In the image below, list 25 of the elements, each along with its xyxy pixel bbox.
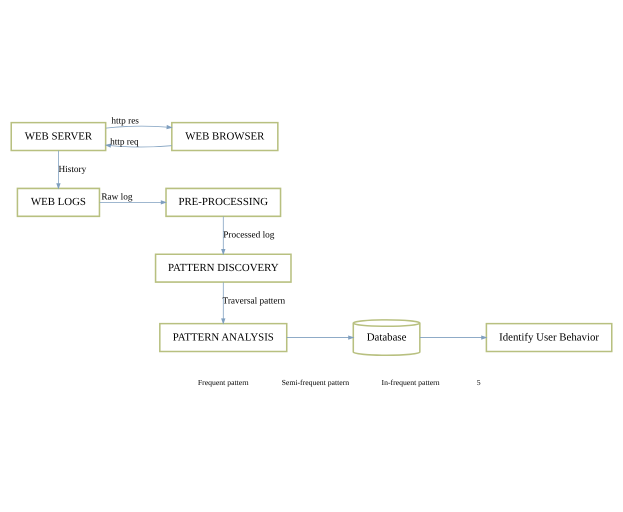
edge-label: Raw log — [101, 192, 133, 202]
node-box: WEB BROWSER — [171, 121, 279, 151]
arrow — [104, 142, 172, 148]
node-box: PATTERN DISCOVERY — [154, 252, 292, 282]
node-box: WEB SERVER — [10, 121, 106, 151]
edge-label: History — [58, 164, 86, 174]
label: Frequent pattern — [198, 377, 249, 386]
edge-label: http req — [110, 136, 139, 147]
node-box: PATTERN ANALYSIS — [159, 322, 288, 352]
label: 5 — [476, 377, 481, 386]
arrow — [221, 216, 226, 255]
arrow — [56, 150, 61, 189]
node-box: PRE-PROCESSING — [165, 187, 282, 217]
node-box: Identify User Behavior — [486, 322, 613, 352]
arrow — [99, 200, 167, 204]
arrow — [420, 334, 488, 340]
edge-label: http res — [111, 116, 139, 126]
edge-label: Processed log — [223, 230, 274, 240]
arrow — [221, 281, 226, 324]
arrow — [106, 124, 173, 129]
node-box: WEB LOGS — [16, 187, 100, 217]
edge-label: Traversal pattern — [222, 296, 286, 306]
label: Semi-frequent pattern — [282, 377, 350, 386]
label: In-frequent pattern — [382, 377, 440, 386]
arrow — [286, 334, 354, 340]
